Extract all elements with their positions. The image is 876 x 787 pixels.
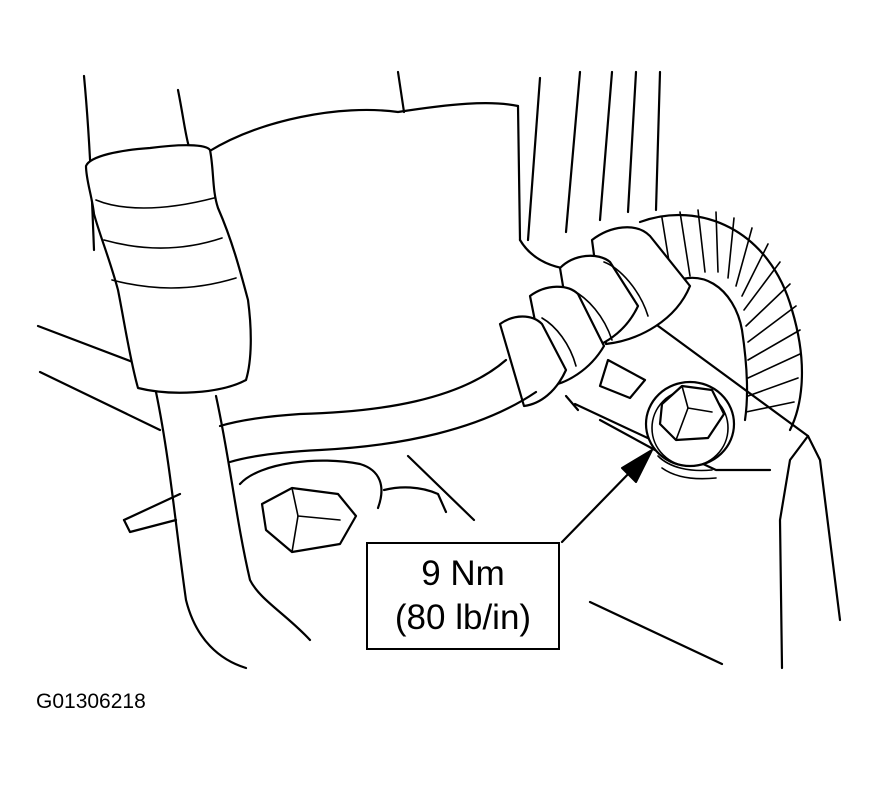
- lower-fitting: [122, 454, 476, 554]
- housing-outline: [36, 70, 662, 432]
- wire-harness: [638, 209, 804, 432]
- callout-leader-arrow: [560, 449, 653, 544]
- brake-line-tube: [218, 358, 538, 464]
- left-hose-boot: [84, 144, 312, 670]
- torque-callout: 9 Nm (80 lb/in): [366, 542, 560, 650]
- figure-id-label: G01306218: [36, 690, 146, 713]
- torque-imperial-label: (80 lb/in): [394, 598, 532, 637]
- mounting-bracket: [573, 318, 842, 670]
- brake-hose-fitting: [498, 226, 692, 412]
- torque-metric-label: 9 Nm: [421, 554, 505, 593]
- mounting-bolt: [644, 380, 736, 480]
